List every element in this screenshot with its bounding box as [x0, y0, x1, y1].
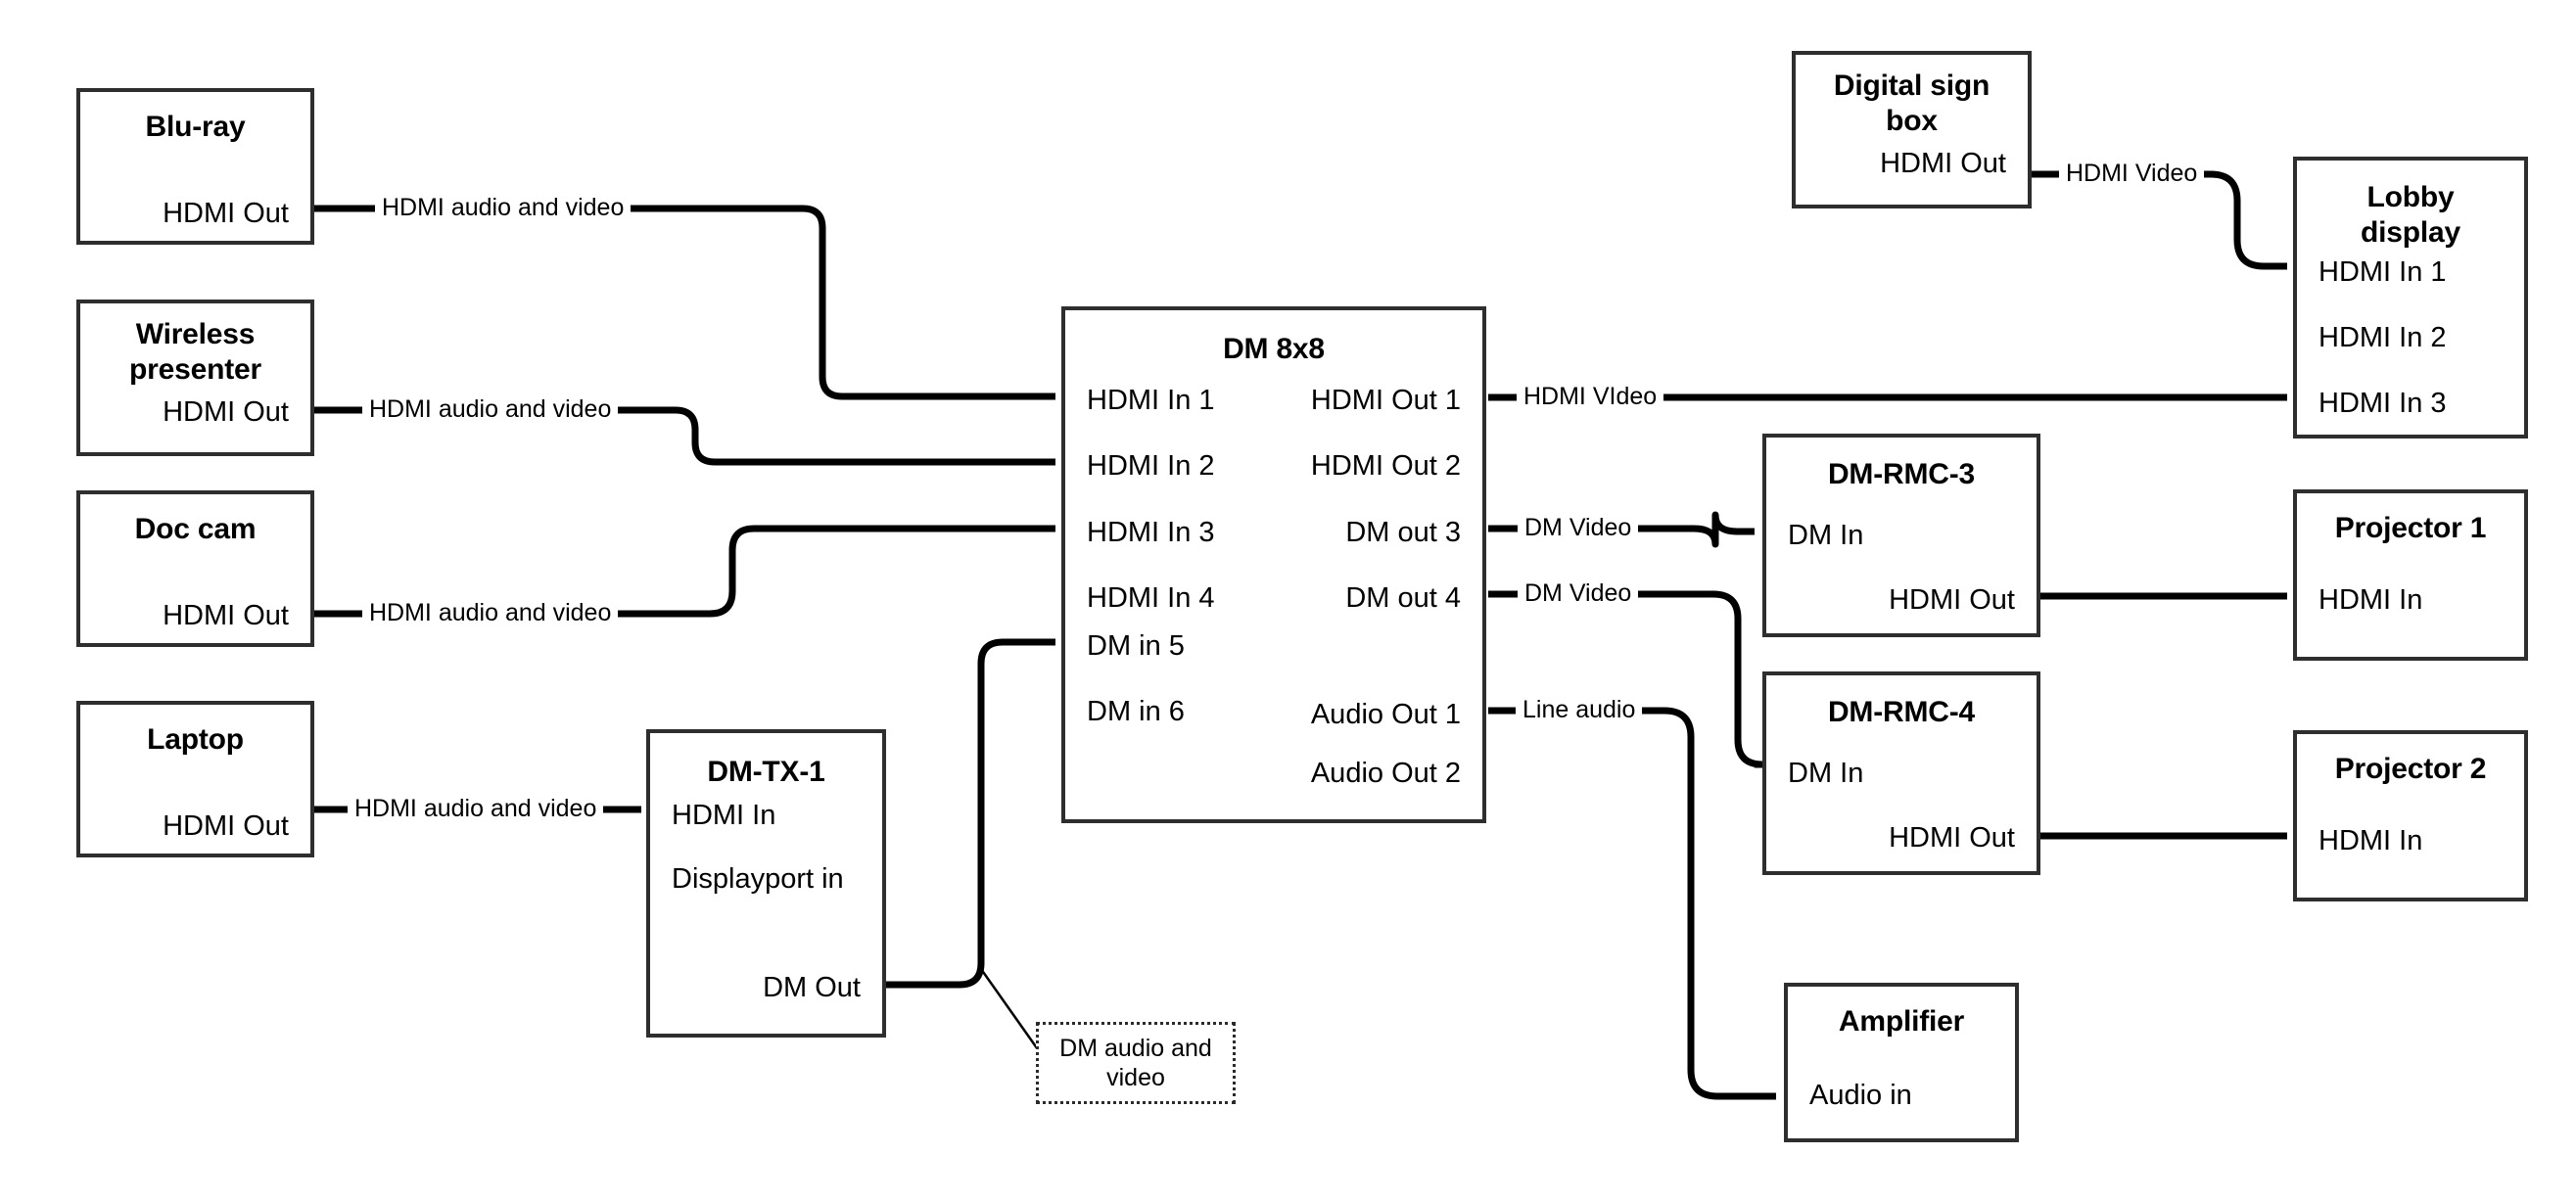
edge-label-dm-video-4: DM Video — [1518, 579, 1639, 607]
node-title: DM-RMC-3 — [1827, 458, 1976, 490]
edge-label-wireless: HDMI audio and video — [362, 395, 619, 423]
port-hdmi-in-3[interactable]: HDMI In 3 — [2318, 388, 2447, 419]
wire-dmtx1-to-dm-in-5 — [886, 638, 1055, 989]
wire-bluray-to-dm-in-1 — [313, 205, 1055, 400]
port-hdmi-out[interactable]: HDMI Out — [163, 810, 289, 842]
port-hdmi-out[interactable]: HDMI Out — [163, 600, 289, 631]
node-digital-sign-box[interactable]: Digital sign box HDMI Out — [1792, 51, 2032, 208]
edge-label-hdmi-video-out1: HDMI VIdeo — [1517, 383, 1664, 410]
node-dm-rmc-3[interactable]: DM-RMC-3 DM In HDMI Out — [1762, 434, 2040, 637]
edge-label-dm-video-3: DM Video — [1518, 514, 1639, 541]
node-projector-2[interactable]: Projector 2 HDMI In — [2293, 730, 2528, 901]
node-amplifier[interactable]: Amplifier Audio in — [1784, 983, 2019, 1142]
port-dm-out-4[interactable]: DM out 4 — [1345, 582, 1461, 614]
node-dm-8x8[interactable]: DM 8x8 HDMI In 1 HDMI In 2 HDMI In 3 HDM… — [1061, 306, 1486, 823]
wire-dm-out-3-to-rmc3 — [1488, 511, 1755, 548]
port-audio-in[interactable]: Audio in — [1809, 1080, 1912, 1111]
node-title: Amplifier — [1838, 1005, 1965, 1038]
port-hdmi-in-1[interactable]: HDMI In 1 — [1087, 385, 1215, 416]
callout-text: DM audio and video — [1059, 1035, 1212, 1091]
node-projector-1[interactable]: Projector 1 HDMI In — [2293, 489, 2528, 661]
node-title-line-2: box — [1886, 105, 1938, 137]
node-title-line-2: presenter — [129, 353, 261, 386]
node-title-line-1: Wireless — [135, 318, 256, 350]
callout-dm-audio-and-video: DM audio and video — [1036, 1022, 1236, 1104]
port-dm-out-3[interactable]: DM out 3 — [1345, 517, 1461, 548]
port-audio-out-1[interactable]: Audio Out 1 — [1310, 699, 1461, 730]
node-lobby-display[interactable]: Lobby display HDMI In 1 HDMI In 2 HDMI I… — [2293, 157, 2528, 439]
node-title-line-1: Digital sign — [1833, 69, 1991, 102]
node-wireless-presenter[interactable]: Wireless presenter HDMI Out — [76, 300, 314, 456]
edge-label-laptop: HDMI audio and video — [348, 795, 604, 822]
port-hdmi-in-1[interactable]: HDMI In 1 — [2318, 256, 2447, 288]
wire-doccam-to-dm-in-3 — [313, 525, 1055, 618]
wire-signbox-to-lobby-in-1 — [2030, 170, 2287, 270]
wire-wireless-to-dm-in-2 — [313, 406, 1055, 466]
port-hdmi-in-3[interactable]: HDMI In 3 — [1087, 517, 1215, 548]
port-hdmi-in-2[interactable]: HDMI In 2 — [1087, 450, 1215, 482]
node-title: Doc cam — [134, 513, 257, 545]
node-bluray[interactable]: Blu-ray HDMI Out — [76, 88, 314, 245]
node-laptop[interactable]: Laptop HDMI Out — [76, 701, 314, 857]
edge-label-line-audio: Line audio — [1516, 696, 1643, 723]
port-hdmi-out[interactable]: HDMI Out — [163, 198, 289, 229]
port-displayport-in[interactable]: Displayport in — [672, 863, 844, 895]
port-dm-in[interactable]: DM In — [1788, 520, 1864, 551]
port-dm-in-6[interactable]: DM in 6 — [1087, 696, 1185, 727]
node-title: DM-TX-1 — [707, 756, 825, 788]
port-dm-in-5[interactable]: DM in 5 — [1087, 630, 1185, 662]
edge-label-bluray: HDMI audio and video — [375, 194, 632, 221]
wire-audio-out-1-to-amplifier — [1488, 707, 1776, 1100]
edge-label-hdmi-video-sign: HDMI Video — [2059, 160, 2205, 187]
node-dm-tx-1[interactable]: DM-TX-1 HDMI In Displayport in DM Out — [646, 729, 886, 1038]
edge-label-doccam: HDMI audio and video — [362, 599, 619, 626]
port-audio-out-2[interactable]: Audio Out 2 — [1310, 758, 1461, 789]
port-hdmi-in-2[interactable]: HDMI In 2 — [2318, 322, 2447, 353]
node-title: Blu-ray — [145, 111, 246, 143]
node-title-line-2: display — [2361, 216, 2460, 249]
port-dm-out[interactable]: DM Out — [763, 972, 861, 1003]
wire-dm-out-4-to-rmc4 — [1488, 590, 1766, 768]
callout-leader-line — [979, 968, 1042, 1053]
port-hdmi-out[interactable]: HDMI Out — [1880, 148, 2006, 179]
port-hdmi-out[interactable]: HDMI Out — [1889, 584, 2015, 616]
port-hdmi-out-2[interactable]: HDMI Out 2 — [1310, 450, 1461, 482]
node-title: DM 8x8 — [1223, 333, 1325, 365]
port-dm-in[interactable]: DM In — [1788, 758, 1864, 789]
node-title: Projector 2 — [2334, 753, 2487, 785]
node-title-line-1: Lobby — [2366, 181, 2455, 213]
port-hdmi-out[interactable]: HDMI Out — [1889, 822, 2015, 854]
port-hdmi-in[interactable]: HDMI In — [672, 800, 776, 831]
port-hdmi-out[interactable]: HDMI Out — [163, 396, 289, 428]
node-title: Laptop — [147, 723, 244, 756]
node-dm-rmc-4[interactable]: DM-RMC-4 DM In HDMI Out — [1762, 671, 2040, 875]
port-hdmi-in[interactable]: HDMI In — [2318, 825, 2423, 856]
node-title: DM-RMC-4 — [1827, 696, 1976, 728]
port-hdmi-in-4[interactable]: HDMI In 4 — [1087, 582, 1215, 614]
port-hdmi-in[interactable]: HDMI In — [2318, 584, 2423, 616]
port-hdmi-out-1[interactable]: HDMI Out 1 — [1310, 385, 1461, 416]
node-title: Projector 1 — [2334, 512, 2487, 544]
node-doc-cam[interactable]: Doc cam HDMI Out — [76, 490, 314, 647]
